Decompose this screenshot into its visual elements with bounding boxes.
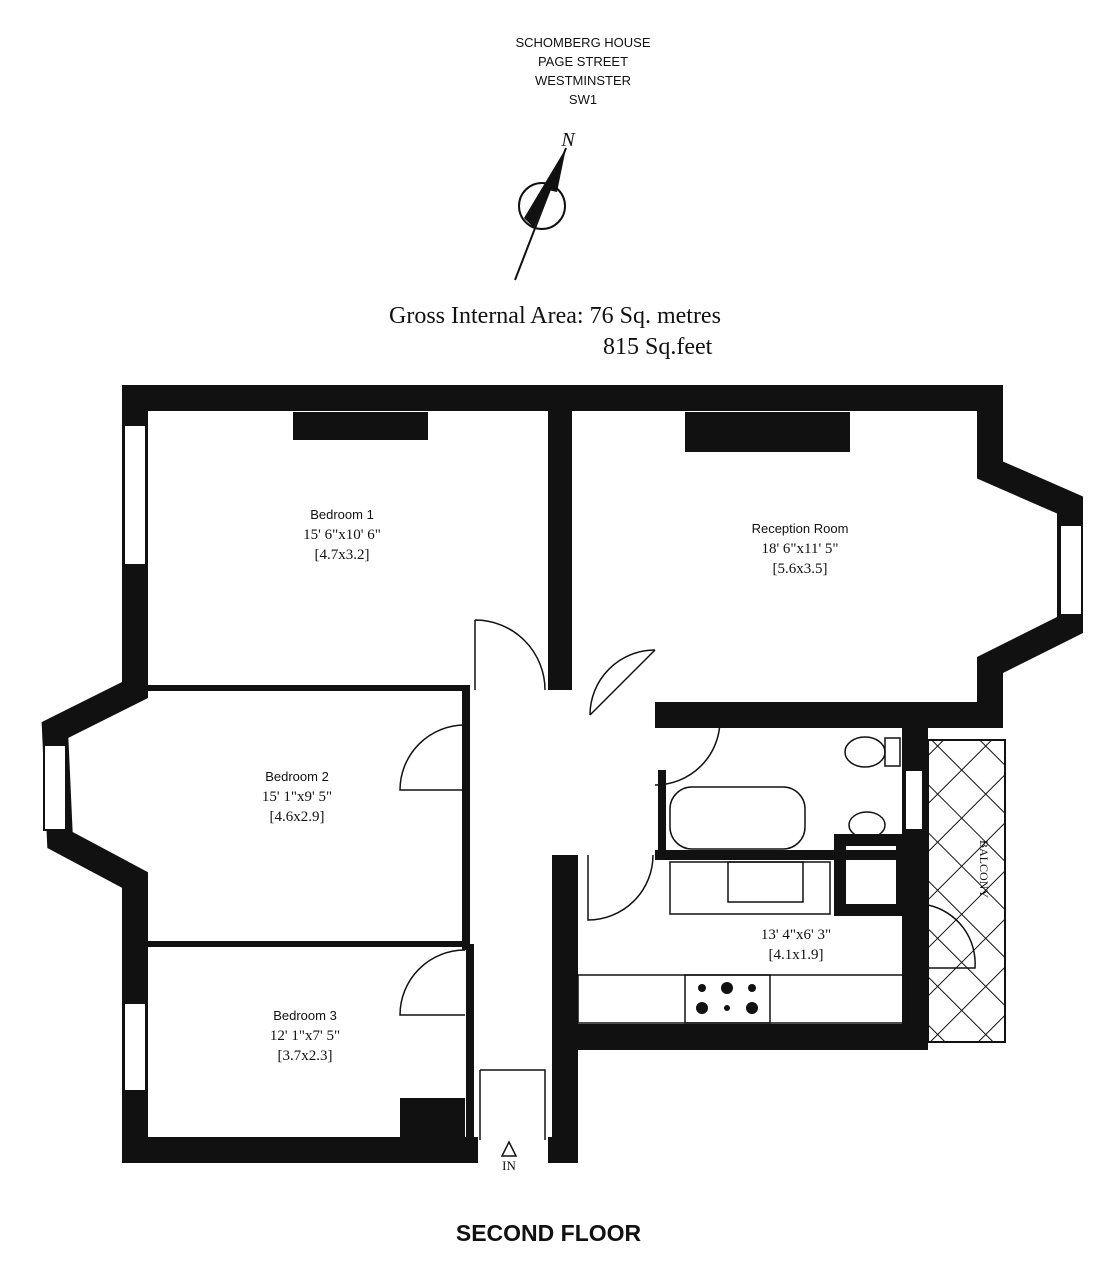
- chimney-breast: [685, 412, 850, 452]
- bath-icon: [669, 786, 806, 850]
- address-line: SCHOMBERG HOUSE: [515, 35, 651, 50]
- room-size-imperial: 15' 1"x9' 5": [261, 789, 333, 805]
- room-size-metric: [4.1x1.9]: [768, 947, 824, 963]
- address-block: SCHOMBERG HOUSE PAGE STREET WESTMINSTER …: [0, 33, 1097, 109]
- floor-title: SECOND FLOOR: [455, 1220, 642, 1246]
- room-size-metric: [4.7x3.2]: [314, 547, 370, 563]
- room-label-bedroom1: Bedroom 1 15' 6"x10' 6" [4.7x3.2]: [303, 505, 381, 565]
- room-size-metric: [3.7x2.3]: [277, 1048, 333, 1064]
- room-size-imperial: 12' 1"x7' 5": [269, 1028, 341, 1044]
- room-size-imperial: 13' 4"x6' 3": [760, 927, 832, 943]
- entrance-label: IN: [502, 1158, 516, 1173]
- room-size-imperial: 18' 6"x11' 5": [761, 541, 839, 557]
- area-imperial: 815 Sq.feet: [603, 334, 713, 360]
- room-name: Reception Room: [751, 521, 849, 536]
- room-name: Bedroom 3: [273, 1008, 337, 1023]
- area-metric: Gross Internal Area: 76 Sq. metres: [389, 303, 721, 329]
- chimney-breast: [400, 1098, 465, 1150]
- balcony-label: BALCONY: [977, 840, 991, 898]
- room-size-metric: [4.6x2.9]: [269, 809, 325, 825]
- chimney-breast: [293, 412, 428, 440]
- doors: [399, 619, 976, 1140]
- room-name: Bedroom 2: [265, 769, 329, 784]
- room-label-reception: Reception Room 18' 6"x11' 5" [5.6x3.5]: [752, 519, 849, 579]
- address-line: PAGE STREET: [537, 54, 629, 69]
- toilet-icon: [844, 736, 886, 768]
- sink-icon: [727, 861, 804, 903]
- room-name: Bedroom 1: [310, 507, 374, 522]
- room-label-bedroom3: Bedroom 3 12' 1"x7' 5" [3.7x2.3]: [270, 1006, 340, 1066]
- windows: [43, 424, 1083, 1092]
- hob-rings: [696, 982, 758, 1014]
- fixtures: [577, 736, 909, 1024]
- north-arrow-icon: [514, 147, 567, 281]
- room-size-metric: [5.6x3.5]: [772, 561, 828, 577]
- entrance-arrow-icon: [500, 1140, 518, 1157]
- room-label-kitchen: 13' 4"x6' 3" [4.1x1.9]: [761, 925, 831, 965]
- compass-label: N: [560, 129, 576, 151]
- room-label-bedroom2: Bedroom 2 15' 1"x9' 5" [4.6x2.9]: [262, 767, 332, 827]
- address-line: WESTMINSTER: [534, 73, 632, 88]
- room-size-imperial: 15' 6"x10' 6": [303, 527, 381, 543]
- balcony-area: [927, 739, 1006, 1043]
- basin-icon: [848, 811, 886, 839]
- address-line: SW1: [568, 92, 598, 107]
